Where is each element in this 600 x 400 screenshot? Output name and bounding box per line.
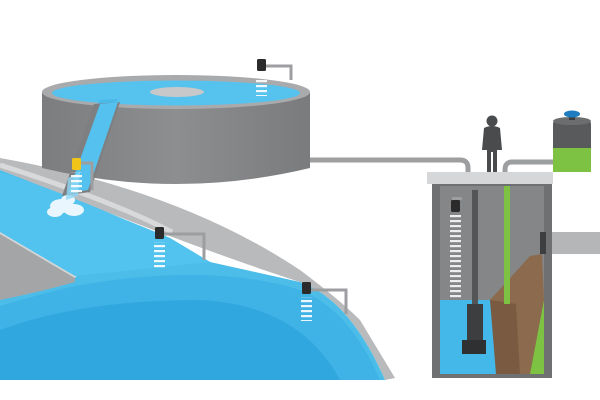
tank-center-well: [150, 87, 204, 97]
sensor-1-head: [257, 59, 266, 71]
chute-water: [68, 102, 118, 193]
sensor-3-head: [155, 227, 164, 239]
sensor-5-mount: [452, 197, 462, 200]
ultrasonic-sensor-3: [154, 227, 206, 268]
sensor-1-signal: [256, 74, 267, 96]
ultrasonic-sensor-1: [256, 59, 293, 96]
lower-water-shade: [0, 300, 340, 380]
sensor-4-head: [302, 282, 311, 294]
chemical-tank: [553, 110, 591, 172]
sludge-lower: [490, 300, 520, 374]
sensor-2-bracket: [76, 161, 94, 190]
sensor-2-head: [72, 158, 81, 170]
river-edge-highlight: [0, 162, 174, 235]
chemical-tank-fill: [553, 148, 591, 172]
sensor-4-signal: [301, 297, 312, 321]
ultrasonic-sensor-2: [71, 158, 94, 194]
ultrasonic-sensor-5: [450, 197, 462, 300]
inlet-opening: [540, 232, 546, 254]
sensor-5-head: [451, 200, 460, 212]
pump-body: [467, 304, 483, 344]
sensor-2-signal: [71, 172, 82, 194]
splash-foam: [47, 195, 84, 217]
ultrasonic-sensor-4: [301, 282, 348, 321]
chemical-line: [504, 186, 510, 304]
sensor-3-bracket: [161, 232, 206, 260]
sensor-3-signal: [154, 242, 165, 268]
sensor-5-signal: [450, 214, 461, 300]
tank-to-wetwell-pipe: [310, 157, 471, 175]
valve-wheel: [564, 110, 580, 118]
pump-base: [462, 340, 486, 354]
river-channel: [0, 158, 395, 380]
person-icon: [482, 115, 502, 172]
wetwell-lid: [427, 172, 553, 184]
chemical-tank-top: [553, 117, 591, 125]
sensor-1-bracket: [263, 64, 293, 80]
outlet-pipe: [548, 232, 600, 254]
pump-rod: [472, 190, 478, 310]
chemical-feed-pipe: [502, 159, 553, 175]
lower-bank: [0, 232, 75, 300]
pipe-network: [310, 157, 553, 175]
sensor-4-bracket: [310, 288, 348, 314]
